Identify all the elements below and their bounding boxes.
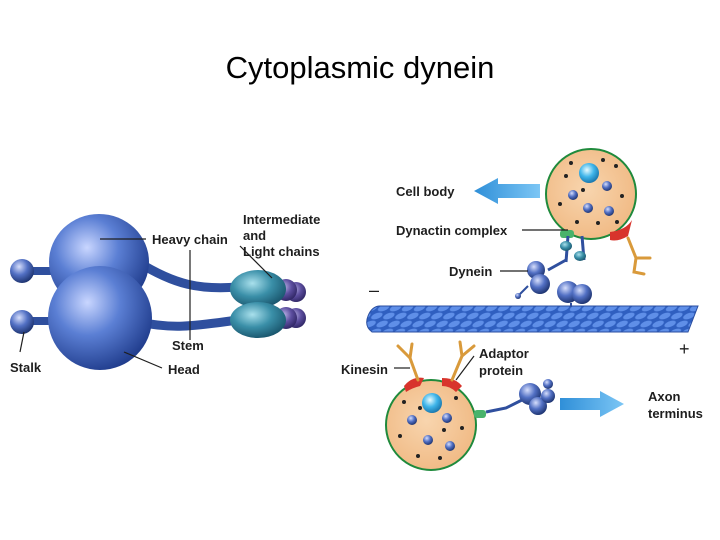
label-dynein: Dynein xyxy=(449,264,492,279)
label-cell-body: Cell body xyxy=(396,184,455,199)
leader-intermediate xyxy=(239,245,273,279)
leader-stalk xyxy=(19,331,25,353)
lower-vesicle xyxy=(385,377,486,471)
slide-title: Cytoplasmic dynein xyxy=(225,50,495,85)
intermediate-chain-lower xyxy=(230,302,286,338)
label-light-chains: Light chains xyxy=(243,244,320,259)
plus-end-sign: + xyxy=(679,339,690,359)
minus-end-sign: – xyxy=(369,280,379,300)
stalk-tip-lower xyxy=(10,310,34,334)
label-dynactin-complex: Dynactin complex xyxy=(396,223,508,238)
label-intermediate: Intermediate xyxy=(243,212,320,227)
microtubule xyxy=(366,305,699,333)
label-head: Head xyxy=(168,362,200,377)
leader-head xyxy=(123,351,163,369)
dynein-motor-transport xyxy=(515,235,592,307)
label-stem: Stem xyxy=(172,338,204,353)
arrow-to-axon-terminus xyxy=(560,391,624,417)
stem-lower xyxy=(135,315,243,331)
label-protein: protein xyxy=(479,363,523,378)
label-heavy-chain: Heavy chain xyxy=(152,232,228,247)
stem-upper xyxy=(133,257,243,293)
stalk-tip-upper xyxy=(10,259,34,283)
leader-adaptor xyxy=(455,355,475,381)
upper-vesicle xyxy=(545,148,637,241)
arrow-to-cell-body xyxy=(474,178,540,204)
label-and: and xyxy=(243,228,266,243)
head-lower xyxy=(48,266,152,370)
label-terminus: terminus xyxy=(648,406,703,421)
dynein-cargo-lower xyxy=(485,379,555,415)
label-kinesin: Kinesin xyxy=(341,362,388,377)
intermediate-chain-upper xyxy=(230,270,286,308)
dynein-molecule xyxy=(10,214,306,370)
label-stalk: Stalk xyxy=(10,360,42,375)
dynactin-arm xyxy=(626,236,652,276)
label-adaptor: Adaptor xyxy=(479,346,529,361)
label-axon: Axon xyxy=(648,389,681,404)
kinesin-motor xyxy=(396,340,476,382)
